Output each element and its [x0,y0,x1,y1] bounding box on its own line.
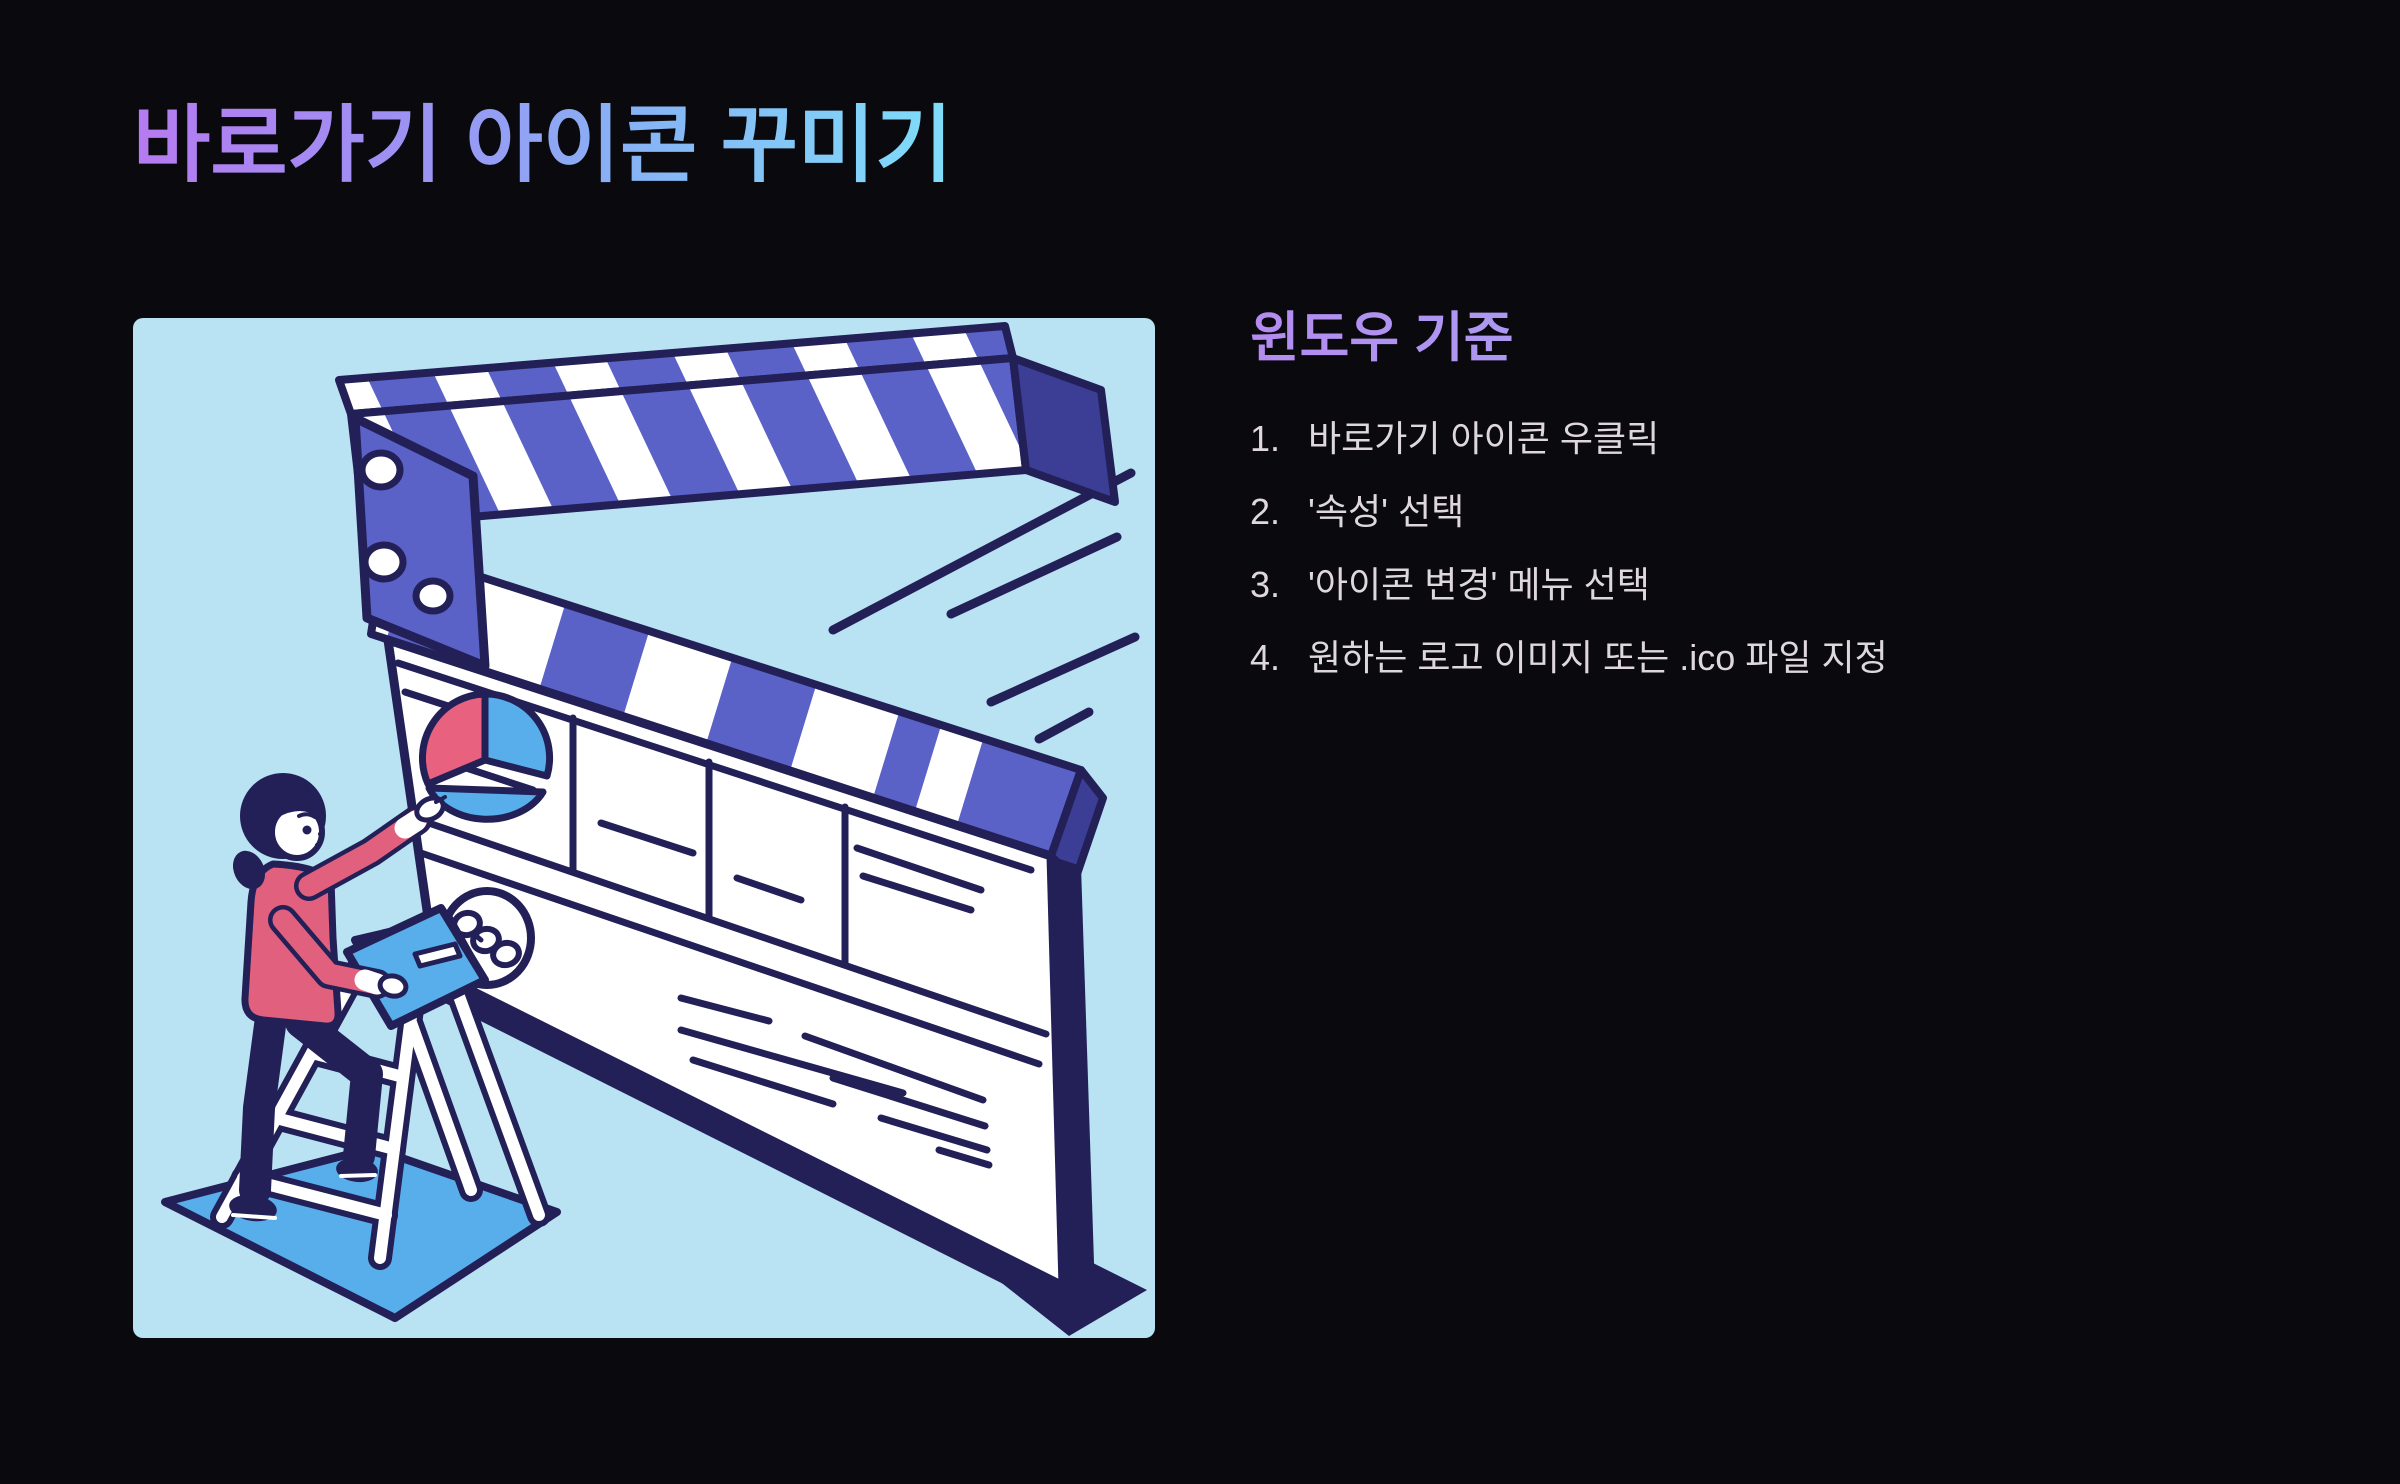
steps-list: 1. 바로가기 아이콘 우클릭 2. '속성' 선택 3. '아이콘 변경' 메… [1250,417,2270,679]
step-text: 바로가기 아이콘 우클릭 [1308,417,1660,459]
list-item: 3. '아이콘 변경' 메뉴 선택 [1250,563,2270,606]
illustration-card [133,318,1155,1338]
step-number: 2. [1250,490,1281,532]
page-title: 바로가기 아이콘 꾸미기 [133,96,952,195]
step-text: 원하는 로고 이미지 또는 .ico 파일 지정 [1308,636,1888,678]
step-number: 3. [1250,563,1281,605]
steps-heading: 윈도우 기준 [1250,306,2270,371]
step-text: '아이콘 변경' 메뉴 선택 [1308,563,1650,605]
clapperboard-illustration [161,322,1147,1336]
step-number: 1. [1250,417,1281,459]
list-item: 4. 원하는 로고 이미지 또는 .ico 파일 지정 [1250,636,2270,679]
clapper-board [383,635,1147,1336]
painter-woman [229,773,447,1222]
clapper-hinge [350,413,490,671]
step-number: 4. [1250,636,1281,678]
list-item: 1. 바로가기 아이콘 우클릭 [1250,417,2270,460]
steps-column: 윈도우 기준 1. 바로가기 아이콘 우클릭 2. '속성' 선택 3. '아이… [1250,306,2270,709]
list-item: 2. '속성' 선택 [1250,490,2270,533]
speed-lines [828,468,1140,744]
step-text: '속성' 선택 [1308,490,1465,532]
